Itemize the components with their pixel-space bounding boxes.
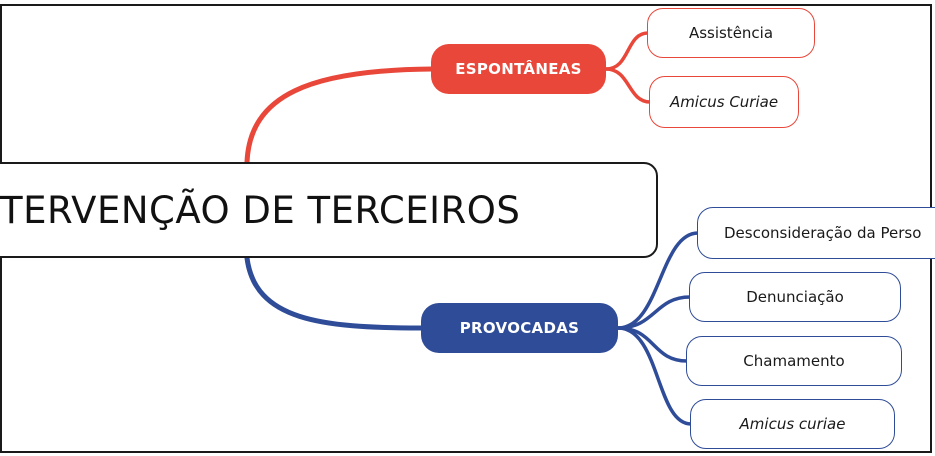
connector-spontaneous-assistencia <box>604 31 650 71</box>
branch-spontaneous[interactable]: ESPONTÂNEAS <box>431 44 606 94</box>
connector-provoked-denunciacao <box>616 295 692 330</box>
leaf-amicus-curiae-provoked-label: Amicus curiae <box>739 415 846 433</box>
leaf-chamamento-label: Chamamento <box>743 352 845 370</box>
connector-provoked-desconsideracao <box>616 231 700 330</box>
leaf-denunciacao[interactable]: Denunciação <box>689 272 901 322</box>
leaf-desconsideracao[interactable]: Desconsideração da Perso <box>697 207 935 259</box>
branch-spontaneous-label: ESPONTÂNEAS <box>455 60 582 78</box>
connector-central-provoked <box>244 255 425 331</box>
branch-provoked[interactable]: PROVOCADAS <box>421 303 618 353</box>
leaf-assistencia-label: Assistência <box>688 24 774 42</box>
connector-provoked-amicus <box>616 326 693 426</box>
leaf-amicus-curiae-spontaneous[interactable]: Amicus Curiae <box>649 76 799 128</box>
branch-provoked-label: PROVOCADAS <box>459 319 580 337</box>
leaf-amicus-curiae-provoked[interactable]: Amicus curiae <box>690 399 895 449</box>
leaf-amicus-curiae-spontaneous-label: Amicus Curiae <box>669 93 779 111</box>
central-topic[interactable]: TERVENÇÃO DE TERCEIROS <box>0 162 658 258</box>
connector-provoked-chamamento <box>616 326 689 363</box>
leaf-denunciacao-label: Denunciação <box>746 288 844 306</box>
leaf-desconsideracao-label: Desconsideração da Perso <box>724 224 922 242</box>
central-topic-label: TERVENÇÃO DE TERCEIROS <box>0 188 521 232</box>
leaf-chamamento[interactable]: Chamamento <box>686 336 902 386</box>
connector-central-spontaneous <box>244 66 435 165</box>
connector-spontaneous-amicus <box>604 67 652 104</box>
leaf-assistencia[interactable]: Assistência <box>647 8 815 58</box>
